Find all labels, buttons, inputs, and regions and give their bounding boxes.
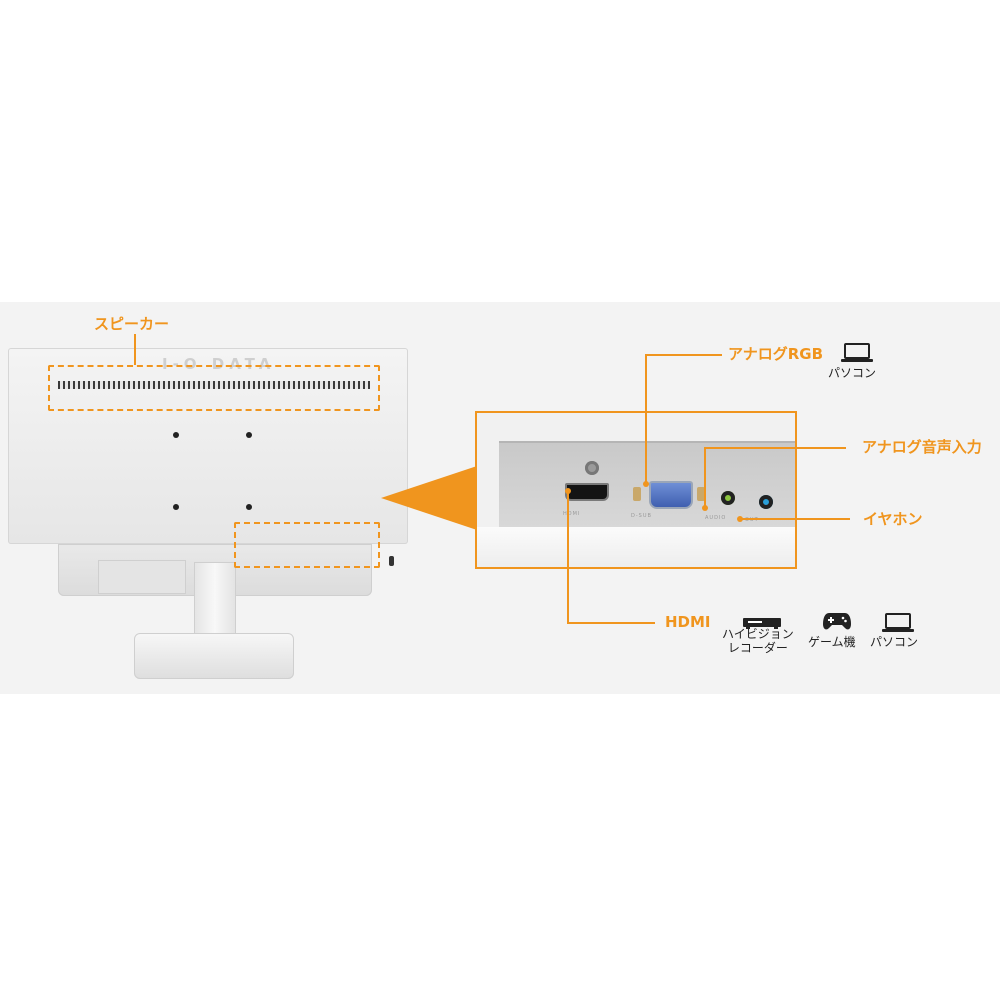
analog-audio-label: アナログ音声入力	[862, 438, 982, 456]
speaker-label: スピーカー	[94, 315, 170, 333]
vga-screw	[697, 487, 705, 501]
pc-label-hdmi: パソコン	[870, 635, 919, 649]
vesa-hole	[173, 504, 179, 510]
hdmi-leader-dot	[565, 488, 571, 494]
vesa-hole	[246, 432, 252, 438]
recorder-icon	[743, 618, 781, 629]
audio-leader-h	[704, 447, 846, 449]
gamepad-icon	[823, 613, 851, 630]
speaker-vent	[58, 381, 370, 389]
laptop-icon	[882, 613, 914, 632]
hdmi-label: HDMI	[665, 613, 711, 631]
monitor-panel	[8, 348, 408, 544]
audio-leader-v	[704, 447, 706, 509]
rgb-leader-v	[645, 354, 647, 483]
vesa-hole	[173, 432, 179, 438]
speaker-leader	[134, 334, 136, 365]
hdmi-leader-h	[567, 622, 655, 624]
ground-screw	[585, 461, 599, 475]
zoom-pointer	[381, 466, 477, 530]
game-label: ゲーム機	[808, 635, 856, 649]
laptop-icon	[841, 343, 873, 362]
speaker-highlight	[48, 365, 380, 411]
rating-sticker	[98, 560, 186, 594]
rgb-leader-h	[645, 354, 722, 356]
analog-rgb-label: アナログRGB	[728, 345, 823, 363]
vga-screw	[633, 487, 641, 501]
port-plate: HDMI D-SUB AUDIO OUT	[499, 441, 795, 529]
recorder-label: ハイビジョン レコーダー	[722, 627, 794, 655]
audio-in-jack	[721, 491, 735, 505]
earphone-leader-dot	[737, 516, 743, 522]
audio-leader-dot	[702, 505, 708, 511]
lock-slot	[389, 556, 394, 566]
stand-base	[134, 633, 294, 679]
hdmi-port	[565, 483, 609, 501]
earphone-label: イヤホン	[863, 510, 923, 528]
earphone-leader	[741, 518, 850, 520]
vesa-hole	[246, 504, 252, 510]
hdmi-leader-v	[567, 490, 569, 623]
rgb-leader-dot	[643, 481, 649, 487]
earphone-jack	[759, 495, 773, 509]
brand-logo: I-O DATA	[162, 355, 276, 373]
pc-label-rgb: パソコン	[828, 366, 877, 380]
bezel-strip	[477, 527, 795, 567]
ports-zoom-panel: HDMI D-SUB AUDIO OUT	[475, 411, 797, 569]
vga-port	[649, 481, 693, 509]
ports-highlight	[234, 522, 380, 568]
